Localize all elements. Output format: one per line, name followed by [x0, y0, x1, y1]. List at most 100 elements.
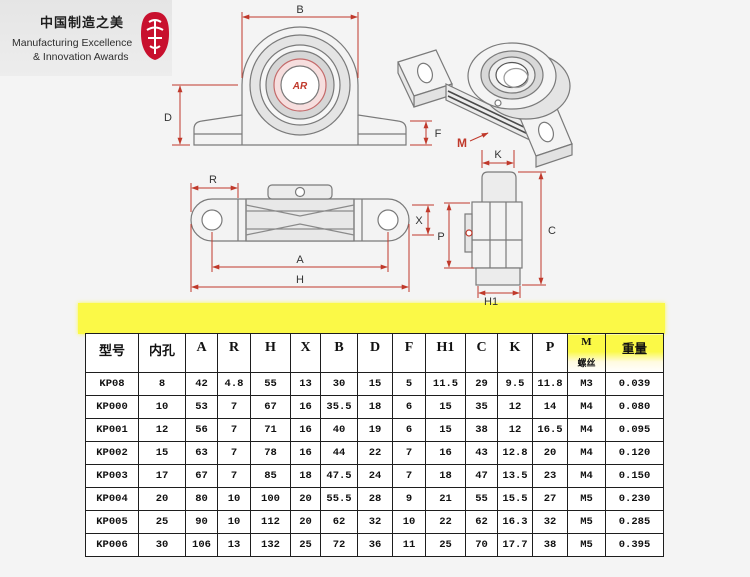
dimension-label-F: F — [435, 128, 442, 140]
header-h1: H1 — [425, 333, 466, 373]
cell-model: KP001 — [85, 418, 139, 442]
cell-x: 20 — [290, 510, 321, 534]
header-c: C — [465, 333, 498, 373]
cell-a: 53 — [185, 395, 218, 419]
header-m-label: M — [581, 336, 592, 348]
cell-k: 12.8 — [497, 441, 533, 465]
cell-c: 70 — [465, 533, 498, 557]
cell-f: 10 — [392, 510, 426, 534]
cell-h1: 16 — [425, 441, 466, 465]
cell-h1: 15 — [425, 395, 466, 419]
cell-r: 7 — [217, 441, 251, 465]
dimension-B: B — [241, 4, 359, 78]
cell-x: 18 — [290, 464, 321, 488]
dimension-label-H1: H1 — [484, 296, 498, 308]
top-view — [190, 184, 410, 242]
cell-model: KP08 — [85, 372, 139, 396]
cell-x: 20 — [290, 487, 321, 511]
cell-d: 19 — [357, 418, 393, 442]
cell-h: 85 — [250, 464, 291, 488]
header-weight: 重量 — [605, 333, 664, 373]
brand-mark: AR — [292, 81, 308, 92]
dimension-A: A — [211, 232, 389, 272]
cell-p: 20 — [532, 441, 568, 465]
cell-p: 14 — [532, 395, 568, 419]
dimension-M: M — [457, 132, 489, 150]
cell-b: 47.5 — [320, 464, 358, 488]
cell-a: 90 — [185, 510, 218, 534]
header-a: A — [185, 333, 218, 373]
cell-b: 35.5 — [320, 395, 358, 419]
table-header-row: 型号 内孔 A R H X B D F H1 C K P M 螺丝 重量 — [85, 333, 664, 373]
dimension-R: R — [190, 174, 239, 212]
dimension-K: K — [481, 149, 515, 168]
cell-x: 16 — [290, 441, 321, 465]
cell-model: KP000 — [85, 395, 139, 419]
cell-b: 62 — [320, 510, 358, 534]
cell-b: 44 — [320, 441, 358, 465]
cell-c: 62 — [465, 510, 498, 534]
logo-title: 中国制造之美 — [40, 16, 125, 31]
spec-table: 型号 内孔 A R H X B D F H1 C K P M 螺丝 重量 KP0… — [85, 333, 664, 557]
cell-m: M5 — [567, 487, 606, 511]
mounting-hole-right — [377, 209, 399, 231]
mounting-hole-left — [201, 209, 223, 231]
cell-k: 17.7 — [497, 533, 533, 557]
header-d: D — [357, 333, 393, 373]
cell-x: 16 — [290, 418, 321, 442]
cell-f: 6 — [392, 395, 426, 419]
header-screw-label: 螺丝 — [577, 359, 596, 369]
isometric-view — [397, 42, 573, 168]
cell-m: M4 — [567, 464, 606, 488]
cell-c: 47 — [465, 464, 498, 488]
header-x: X — [290, 333, 321, 373]
cell-m: M5 — [567, 510, 606, 534]
cell-m: M4 — [567, 441, 606, 465]
cell-d: 24 — [357, 464, 393, 488]
cell-r: 7 — [217, 464, 251, 488]
cell-model: KP006 — [85, 533, 139, 557]
dimension-label-C: C — [548, 225, 556, 237]
cell-r: 7 — [217, 418, 251, 442]
dimension-H1: H1 — [477, 286, 521, 308]
cell-a: 63 — [185, 441, 218, 465]
bearing-bore — [280, 65, 320, 105]
cell-c: 55 — [465, 487, 498, 511]
dimension-label-M: M — [457, 136, 467, 150]
cell-p: 23 — [532, 464, 568, 488]
cell-model: KP004 — [85, 487, 139, 511]
cell-bore: 25 — [138, 510, 186, 534]
cell-bore: 30 — [138, 533, 186, 557]
cell-bore: 17 — [138, 464, 186, 488]
cell-b: 30 — [320, 372, 358, 396]
cell-bore: 10 — [138, 395, 186, 419]
dimension-label-H: H — [296, 274, 304, 286]
dimension-D: D — [164, 84, 238, 146]
cell-bore: 12 — [138, 418, 186, 442]
cell-b: 55.5 — [320, 487, 358, 511]
logo-line-2: & Innovation Awards — [33, 51, 129, 63]
cell-a: 67 — [185, 464, 218, 488]
dimension-label-B: B — [296, 4, 303, 16]
cell-weight: 0.080 — [605, 395, 664, 419]
cell-d: 28 — [357, 487, 393, 511]
cell-b: 40 — [320, 418, 358, 442]
header-p: P — [532, 333, 568, 373]
cell-h1: 21 — [425, 487, 466, 511]
cell-r: 13 — [217, 533, 251, 557]
cell-bore: 20 — [138, 487, 186, 511]
award-logo: 中国制造之美 Manufacturing Excellence & Innova… — [0, 0, 172, 76]
cell-r: 10 — [217, 510, 251, 534]
cell-h: 100 — [250, 487, 291, 511]
cell-bore: 8 — [138, 372, 186, 396]
header-r: R — [217, 333, 251, 373]
cell-h1: 15 — [425, 418, 466, 442]
dimension-F: F — [410, 120, 442, 146]
cell-c: 38 — [465, 418, 498, 442]
cell-d: 36 — [357, 533, 393, 557]
